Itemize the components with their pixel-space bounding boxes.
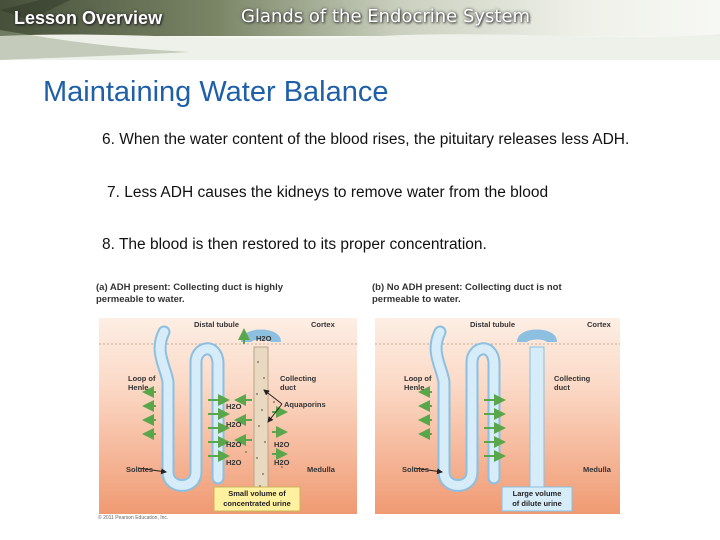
point-6: 6. When the water content of the blood r…	[102, 131, 630, 148]
header-background-art	[0, 0, 720, 60]
label-medulla: Medulla	[307, 465, 335, 474]
point-7: 7. Less ADH causes the kidneys to remove…	[107, 184, 549, 201]
panel-a-caption-line-1: (a) ADH present: Collecting duct is high…	[96, 282, 284, 293]
figure-panel-adh-present: (a) ADH present: Collecting duct is high…	[96, 282, 361, 520]
label-solutes: Solutes	[126, 465, 154, 474]
label-loop-of-henle-b: Loop of Henle	[404, 374, 432, 392]
panel-b-caption-line-1: (b) No ADH present: Collecting duct is n…	[372, 282, 562, 293]
nephron-diagram-a	[99, 318, 357, 514]
figure-copyright: © 2011 Pearson Education, Inc.	[98, 515, 169, 521]
label-h2o-left-4: H2O	[226, 458, 242, 467]
label-h2o-left-1: H2O	[226, 402, 242, 411]
figure-panel-no-adh: (b) No ADH present: Collecting duct is n…	[372, 282, 637, 520]
label-collecting-duct: Collecting duct	[280, 374, 317, 392]
label-cortex-b: Cortex	[587, 320, 611, 329]
nephron-diagram-b	[375, 318, 620, 514]
label-large-volume-urine: Large volume of dilute urine	[512, 489, 562, 508]
lesson-overview-label: Lesson Overview	[14, 8, 163, 28]
label-h2o-right-1: H2O	[274, 440, 290, 449]
page-title: Maintaining Water Balance	[43, 76, 389, 108]
point-8: 8. The blood is then restored to its pro…	[102, 236, 487, 253]
label-aquaporins: Aquaporins	[284, 400, 326, 409]
label-distal-tubule: Distal tubule	[194, 320, 240, 329]
label-h2o-left-2: H2O	[226, 420, 242, 429]
subject-title: Glands of the Endocrine System	[241, 6, 531, 27]
panel-b-caption: (b) No ADH present: Collecting duct is n…	[372, 282, 637, 306]
label-solutes-b: Solutes	[402, 465, 430, 474]
panel-a-caption: (a) ADH present: Collecting duct is high…	[96, 282, 361, 306]
label-cortex: Cortex	[311, 320, 335, 329]
label-medulla-b: Medulla	[583, 465, 611, 474]
label-collecting-duct-b: Collecting duct	[554, 374, 591, 392]
panel-a-caption-line-2: permeable to water.	[96, 294, 185, 305]
label-h2o-top: H2O	[256, 334, 272, 343]
header-banner: Lesson Overview Glands of the Endocrine …	[0, 0, 720, 60]
label-h2o-right-2: H2O	[274, 458, 290, 467]
panel-b-caption-line-2: permeable to water.	[372, 294, 461, 305]
label-small-volume-urine: Small volume of concentrated urine	[223, 489, 291, 508]
label-loop-of-henle: Loop of Henle	[128, 374, 156, 392]
label-h2o-left-3: H2O	[226, 440, 242, 449]
label-distal-tubule-b: Distal tubule	[470, 320, 516, 329]
